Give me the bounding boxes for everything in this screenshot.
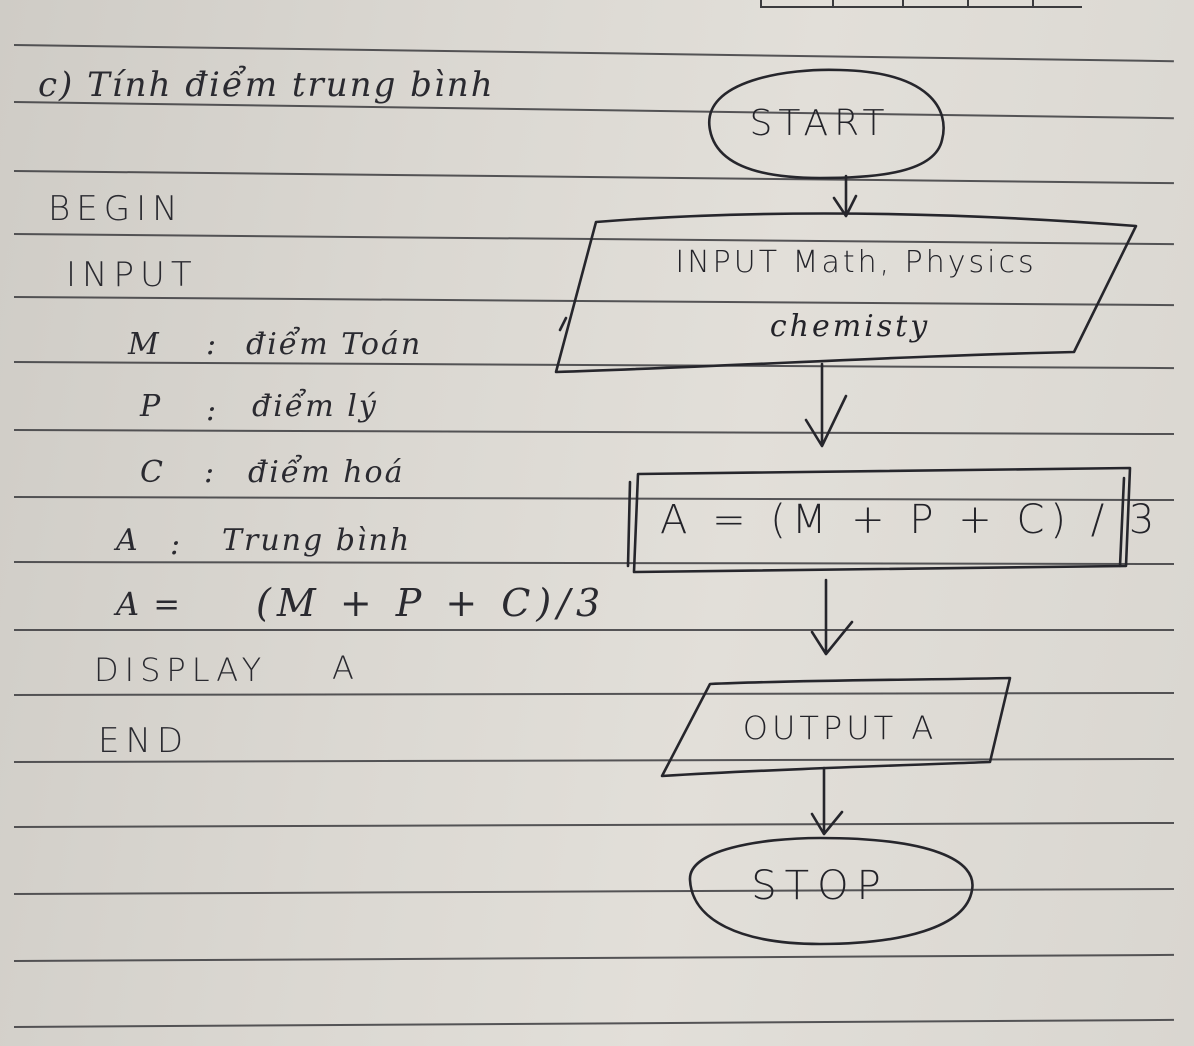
assign-lhs: A = — [116, 585, 183, 623]
var-sep: : — [206, 393, 219, 428]
arrow-process-to-output — [810, 578, 854, 656]
var-sep: : — [204, 455, 217, 490]
top-grid-fragment — [760, 0, 1082, 8]
var-desc: Trung bình — [222, 523, 412, 558]
flow-input-line2: chemisty — [769, 309, 931, 344]
flow-output-label: OUTPUT A — [742, 709, 938, 747]
input-notch-left — [558, 316, 568, 332]
output-parallelogram — [660, 676, 1012, 778]
arrow-output-to-stop — [810, 766, 844, 836]
var-desc: điểm lý — [252, 389, 378, 424]
pseudo-display-var: A — [332, 649, 360, 687]
var-desc: điểm hoá — [248, 455, 405, 490]
arrow-start-to-input — [832, 174, 858, 218]
var-sep: : — [206, 327, 219, 362]
flow-input-line1: INPUT Math, Physics — [675, 245, 1037, 280]
process-double-right — [1118, 476, 1126, 568]
var-name: M — [128, 327, 161, 362]
flow-start-label: START — [749, 103, 891, 144]
input-parallelogram — [554, 212, 1138, 374]
stop-terminator — [688, 836, 974, 946]
process-double-left — [626, 480, 632, 568]
arrow-input-to-process — [804, 362, 848, 448]
var-desc: điểm Toán — [246, 327, 423, 362]
pseudo-input: INPUT — [66, 255, 198, 295]
pseudo-display: DISPLAY — [94, 651, 268, 689]
pseudo-begin: BEGIN — [48, 189, 184, 229]
var-name: P — [140, 389, 163, 424]
var-name: C — [140, 455, 165, 490]
start-terminator — [708, 68, 945, 180]
assign-rhs: (M + P + C)/3 — [256, 581, 607, 625]
process-rectangle — [632, 466, 1132, 574]
pseudo-end: END — [98, 721, 190, 761]
section-heading: c) Tính điểm trung bình — [38, 65, 495, 105]
var-name: A — [116, 523, 140, 558]
flow-process-label: A = (M + P + C) / 3 — [660, 497, 1161, 543]
ruled-line — [14, 629, 1174, 631]
flow-stop-label: STOP — [751, 863, 889, 909]
var-sep: : — [170, 527, 183, 562]
